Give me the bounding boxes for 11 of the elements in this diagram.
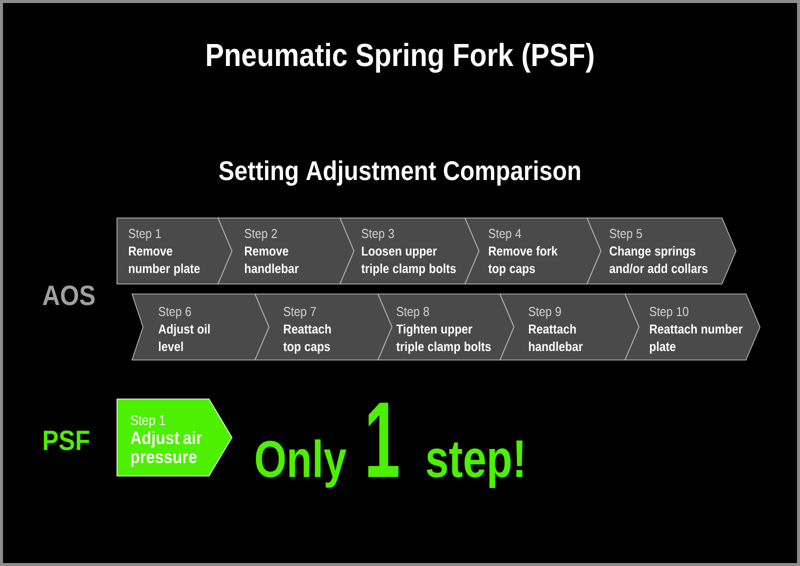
slogan-text: Only <box>256 439 346 488</box>
process-step: Step 6 Adjust oil level <box>131 294 270 360</box>
slogan-text: step! <box>426 440 522 488</box>
row-label: AOS <box>42 285 95 306</box>
process-step: Step 1 Remove number plate <box>116 218 232 284</box>
process-step: Step 1 Adjust air pressure <box>116 398 232 476</box>
subtitle: Setting Adjustment Comparison <box>219 160 580 186</box>
title: Pneumatic Spring Fork (PSF) <box>207 42 594 73</box>
process-step: Step 5 Change springs and/or add collars <box>586 218 736 284</box>
step-count: 1 <box>368 402 398 477</box>
row-label: PSF <box>44 430 90 450</box>
